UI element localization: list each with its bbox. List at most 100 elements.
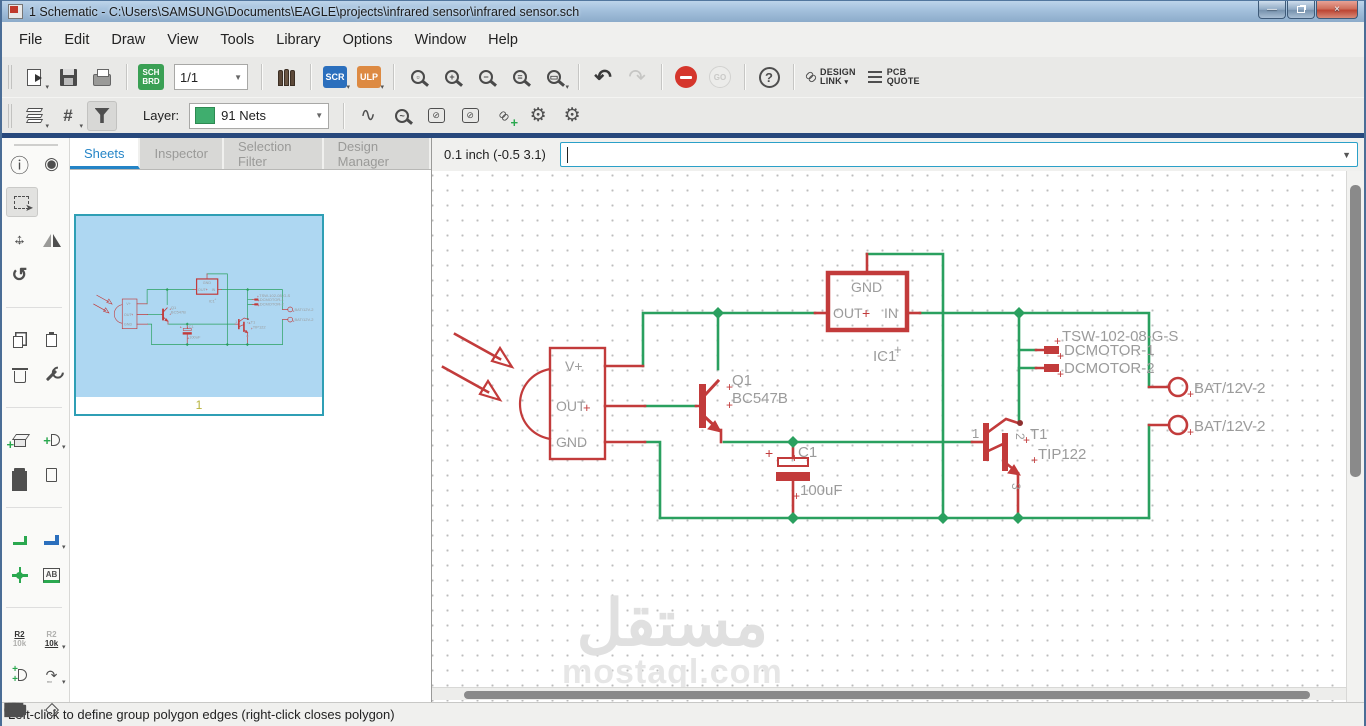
panel-drag-handle[interactable]: [13, 144, 58, 146]
zoom-in-button[interactable]: +: [437, 62, 467, 92]
move-tool[interactable]: ↔↕: [6, 228, 34, 252]
sheet-selector-value: 1/1: [180, 69, 199, 85]
net-tool[interactable]: [6, 528, 34, 552]
library-button[interactable]: [271, 62, 301, 92]
grid-button[interactable]: #▾: [63, 105, 83, 130]
svg-text:+: +: [1187, 425, 1194, 439]
svg-text:OUT: OUT: [556, 398, 586, 414]
vertical-scrollbar[interactable]: [1346, 171, 1364, 702]
restore-button[interactable]: [1287, 1, 1315, 19]
invoke-tool[interactable]: +▾: [43, 432, 66, 452]
tab-inspector[interactable]: Inspector: [140, 138, 224, 169]
scr-icon: SCR: [323, 66, 347, 88]
undo-button[interactable]: ↶: [588, 62, 618, 92]
print-button[interactable]: [87, 62, 117, 92]
gate-icon: [50, 434, 60, 446]
zoom-select-button[interactable]: ▭▾: [539, 62, 569, 92]
selection-filter-button[interactable]: [87, 100, 117, 131]
minimize-button[interactable]: —: [1258, 1, 1286, 19]
tab-sheets[interactable]: Sheets: [70, 138, 141, 169]
svg-text:3: 3: [1009, 483, 1023, 490]
rotate-icon: ↺: [11, 264, 28, 286]
bus-tool[interactable]: ▾: [38, 528, 66, 552]
mirror-tool[interactable]: [38, 228, 66, 252]
vertical-scrollbar-thumb[interactable]: [1350, 185, 1361, 477]
menu-draw[interactable]: Draw: [111, 31, 146, 48]
svg-text:TIP122: TIP122: [1038, 446, 1086, 463]
svg-text:GND: GND: [556, 434, 587, 450]
attribute-tool[interactable]: [38, 698, 66, 722]
toolbar-handle[interactable]: [8, 65, 12, 89]
label-tool[interactable]: AB: [38, 563, 66, 587]
zoom-fit-button[interactable]: ▫: [403, 62, 433, 92]
oscilloscope-button-2[interactable]: ⊘: [455, 101, 485, 131]
open-file-button[interactable]: ▾: [19, 62, 49, 92]
pinswap-tool[interactable]: [38, 463, 66, 487]
menu-tools[interactable]: Tools: [220, 31, 255, 48]
run-ulp-button[interactable]: ULP▾: [354, 62, 384, 92]
tab-selection-filter[interactable]: Selection Filter: [223, 138, 324, 169]
gate-icon: [17, 669, 27, 681]
menu-file[interactable]: File: [19, 31, 43, 48]
info-tool[interactable]: ⓘ: [6, 152, 34, 177]
ic-filled-icon: [14, 468, 25, 482]
ic-outline-icon: [46, 468, 57, 482]
schematic-canvas[interactable]: مستقل mostaql.com: [432, 171, 1346, 702]
toolbar-handle-2[interactable]: [8, 103, 12, 128]
paste-tool[interactable]: [38, 328, 66, 352]
sheet-selector[interactable]: 1/1 ▼: [174, 64, 248, 90]
layer-dropdown[interactable]: 91 Nets ▼: [189, 102, 330, 129]
menu-window[interactable]: Window: [414, 31, 467, 48]
menu-help[interactable]: Help: [488, 31, 518, 48]
zoom-redraw-icon: ≡: [513, 70, 527, 84]
svg-text:+: +: [726, 398, 733, 412]
sheet-thumbnail[interactable]: 1: [74, 214, 324, 416]
delete-tool[interactable]: [6, 363, 34, 387]
zoom-in-icon: +: [445, 70, 459, 84]
run-script-button[interactable]: SCR▾: [320, 62, 350, 92]
zoom-redraw-button[interactable]: ≡: [505, 62, 535, 92]
dropdown-caret-icon: ▼: [234, 72, 242, 82]
menu-edit[interactable]: Edit: [64, 31, 90, 48]
change-tool[interactable]: [38, 363, 66, 387]
coordinate-readout: 0.1 inch (-0.5 3.1): [444, 147, 546, 162]
package-tool[interactable]: [6, 698, 34, 722]
add-part-tool[interactable]: +: [6, 428, 34, 452]
copy-tool[interactable]: [6, 328, 34, 352]
svg-text:+: +: [726, 380, 733, 394]
junction-tool[interactable]: [6, 563, 34, 587]
menu-library[interactable]: Library: [276, 31, 321, 48]
simulate-button[interactable]: ∿: [353, 101, 383, 131]
menu-options[interactable]: Options: [342, 31, 393, 48]
tab-design-manager[interactable]: Design Manager: [323, 138, 431, 169]
save-button[interactable]: [53, 62, 83, 92]
toolbar-accent-line: [2, 133, 1364, 138]
help-button[interactable]: ?: [754, 62, 784, 92]
smash-tool[interactable]: ↷▾: [38, 663, 66, 687]
probe-button[interactable]: ~: [387, 101, 417, 131]
replace-tool[interactable]: [6, 463, 34, 487]
redo-button[interactable]: ↷: [622, 62, 652, 92]
gateswap-tool[interactable]: ++: [6, 663, 34, 687]
brd-label: BRD: [142, 77, 160, 86]
rotate-tool[interactable]: ↺: [6, 263, 34, 287]
menu-view[interactable]: View: [167, 31, 199, 48]
group-select-tool[interactable]: ➤: [5, 187, 38, 217]
stop-button[interactable]: [671, 62, 701, 92]
close-button[interactable]: ×: [1316, 1, 1358, 19]
zoom-out-button[interactable]: −: [471, 62, 501, 92]
command-input[interactable]: ▼: [559, 142, 1358, 167]
managed-library-button[interactable]: +: [489, 101, 519, 131]
sim-settings-button[interactable]: ⚙: [557, 101, 587, 131]
horizontal-scrollbar-thumb[interactable]: [464, 690, 1310, 699]
horizontal-scrollbar[interactable]: [432, 687, 1346, 700]
oscilloscope-button-1[interactable]: ⊘: [421, 101, 451, 131]
layer-settings-button[interactable]: ▾: [19, 101, 49, 131]
show-tool[interactable]: ◉: [38, 152, 66, 176]
sync-settings-button[interactable]: ⚙: [523, 101, 553, 131]
